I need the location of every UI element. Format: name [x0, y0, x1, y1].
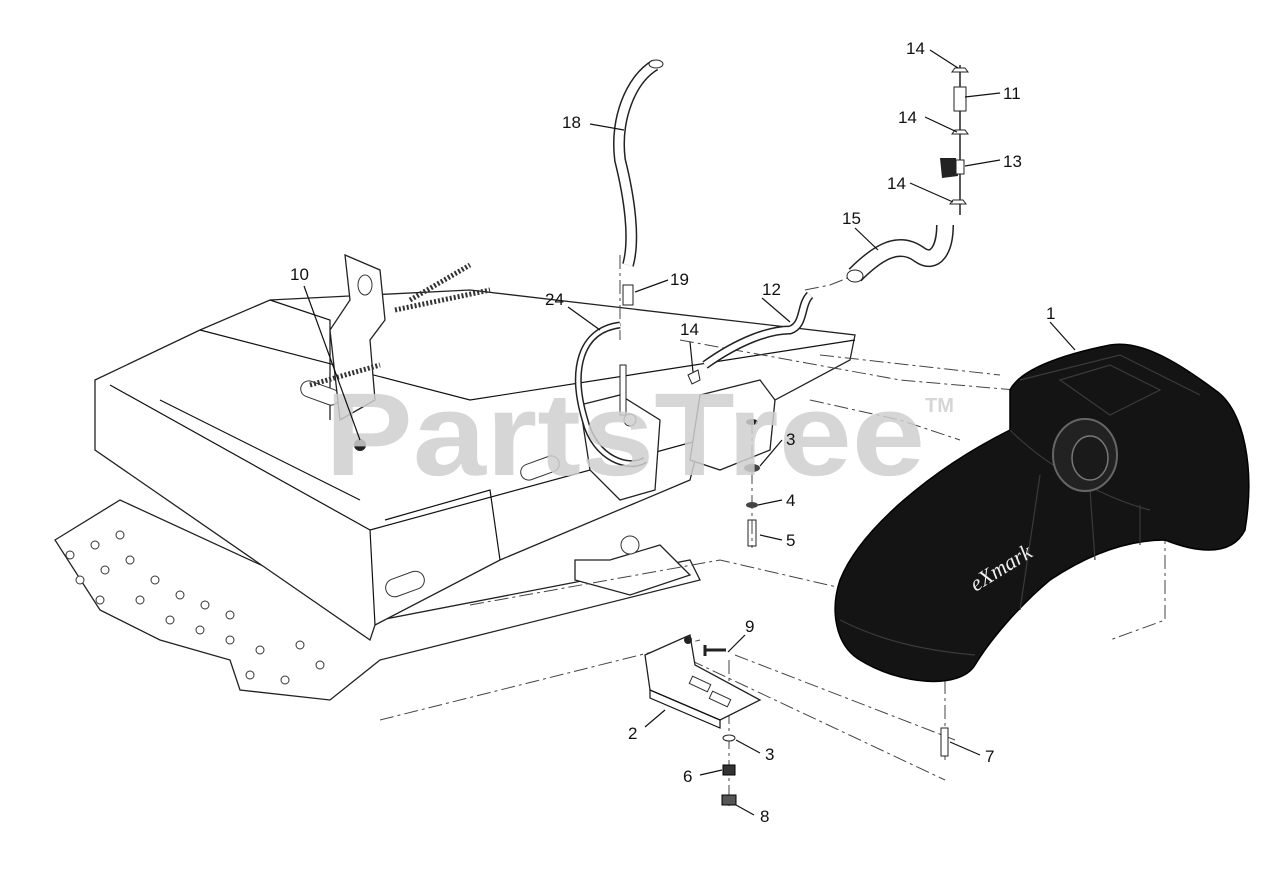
- callout-11: 11: [1003, 84, 1021, 103]
- callout-2: 2: [628, 724, 637, 743]
- chassis-frame: [54, 253, 856, 701]
- callout-14-fourth: 14: [680, 320, 699, 339]
- callout-7: 7: [985, 747, 994, 766]
- bolt-icon: [703, 645, 726, 656]
- callout-6: 6: [683, 767, 692, 786]
- callout-24: 24: [545, 290, 564, 309]
- pin-icon: [940, 727, 949, 757]
- valve-icon: [940, 158, 958, 178]
- callout-19: 19: [670, 270, 689, 289]
- watermark-text: PartsTree: [325, 369, 925, 501]
- callout-18: 18: [562, 113, 581, 132]
- callout-12: 12: [762, 280, 781, 299]
- fitting-icon: [622, 284, 634, 306]
- callout-13: 13: [1003, 152, 1022, 171]
- nut-icon: [354, 439, 366, 451]
- callout-9: 9: [745, 617, 754, 636]
- clamp-icon: [687, 369, 701, 385]
- callouts: 14 11 14 13 14 15 1 18 19 24 12 14 10 3 …: [290, 39, 1055, 826]
- watermark: PartsTree TM: [325, 369, 954, 501]
- callout-15: 15: [842, 209, 861, 228]
- callout-3-upper: 3: [786, 430, 795, 449]
- nut-icon: [721, 794, 737, 806]
- callout-3-lower: 3: [765, 745, 774, 764]
- nut-icon: [722, 764, 736, 776]
- tank-bracket: [644, 634, 949, 806]
- washer-icon: [722, 734, 736, 742]
- clamp-icon: [949, 199, 967, 205]
- callout-4: 4: [786, 491, 795, 510]
- spring-icon: [394, 287, 491, 313]
- hoses: [575, 59, 969, 468]
- leader-lines: [303, 49, 1076, 816]
- callout-14-second: 14: [898, 108, 917, 127]
- callout-14-third: 14: [887, 174, 906, 193]
- floor-studs: [65, 530, 325, 685]
- watermark-tm: TM: [925, 395, 954, 417]
- callout-14-top: 14: [906, 39, 925, 58]
- fuel-tank: eXmark: [834, 343, 1250, 683]
- callout-10: 10: [290, 265, 309, 284]
- clamp-icon: [951, 67, 969, 73]
- callout-5: 5: [786, 531, 795, 550]
- filter-icon: [953, 86, 967, 112]
- callout-1: 1: [1046, 304, 1055, 323]
- callout-8: 8: [760, 807, 769, 826]
